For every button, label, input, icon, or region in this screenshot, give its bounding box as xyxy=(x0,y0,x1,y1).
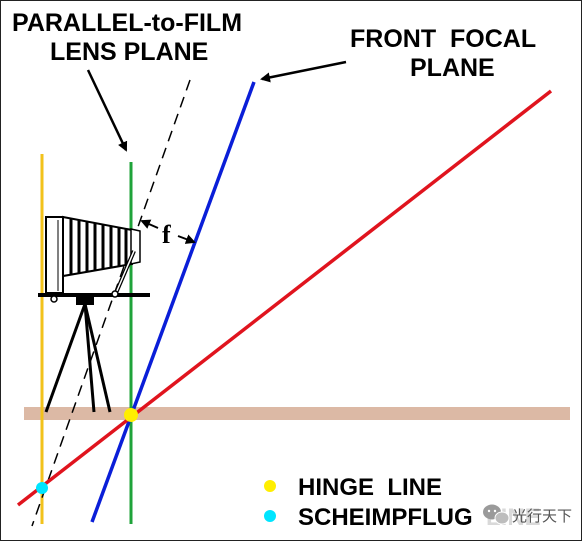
focal-length-arrow-right xyxy=(177,234,196,244)
hinge-point xyxy=(124,408,138,422)
tripod-icon xyxy=(44,297,112,413)
legend-hinge-label: HINGE LINE xyxy=(298,474,442,501)
watermark: 光行天下 xyxy=(476,498,580,530)
scheimpflug-point xyxy=(36,482,48,494)
lens-plane-label-line1: PARALLEL-to-FILM xyxy=(12,9,242,37)
front-focal-plane-line xyxy=(90,81,256,523)
lens-plane-arrow xyxy=(86,69,128,152)
front-focal-arrow xyxy=(260,60,347,83)
lens-board-dashed-line xyxy=(31,79,191,527)
ground-band xyxy=(24,407,570,420)
front-focal-label-line2: PLANE xyxy=(410,54,495,82)
lens-plane-label-line2: LENS PLANE xyxy=(50,38,208,66)
front-focal-label-line1: FRONT FOCAL xyxy=(350,25,536,53)
focal-length-symbol: f xyxy=(162,220,171,249)
view-camera-icon xyxy=(38,215,150,303)
wechat-icon xyxy=(483,504,510,525)
legend-hinge-swatch xyxy=(264,480,276,492)
watermark-text: 光行天下 xyxy=(512,507,572,525)
plane-of-focus-line xyxy=(16,89,553,507)
focal-length-arrow-left xyxy=(140,219,159,229)
legend-scheimpflug-swatch xyxy=(264,510,276,522)
